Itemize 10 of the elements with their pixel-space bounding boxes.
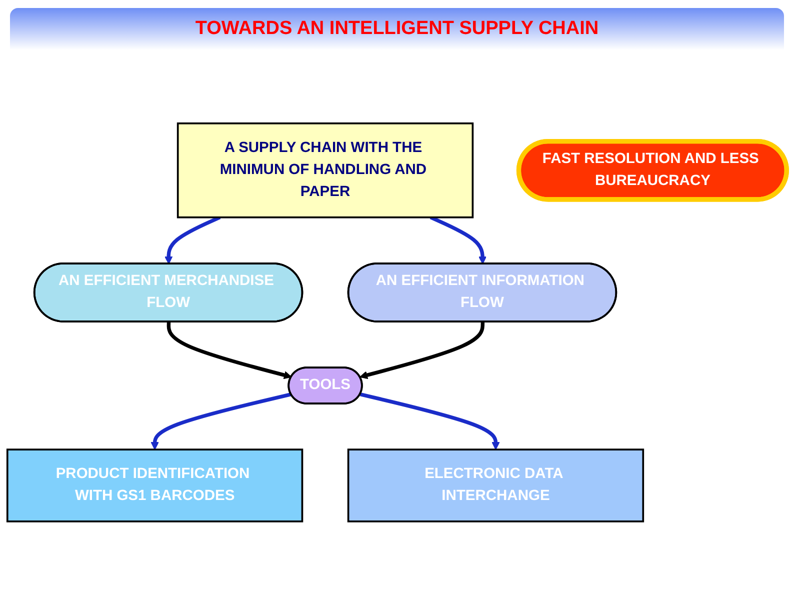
arrow [360, 322, 485, 380]
node-box: PRODUCT IDENTIFICATION WITH GS1 BARCODES [6, 448, 304, 522]
arrow [430, 216, 487, 264]
node-box: ELECTRONIC DATA INTERCHANGE [347, 448, 644, 522]
arrow [150, 392, 292, 450]
arrow [166, 322, 292, 380]
arrow [360, 392, 500, 450]
arrow [164, 216, 221, 264]
title: TOWARDS AN INTELLIGENT SUPPLY CHAIN [195, 18, 599, 40]
node-box: A SUPPLY CHAIN WITH THE MINIMUN OF HANDLING AND PAPER [176, 122, 474, 218]
